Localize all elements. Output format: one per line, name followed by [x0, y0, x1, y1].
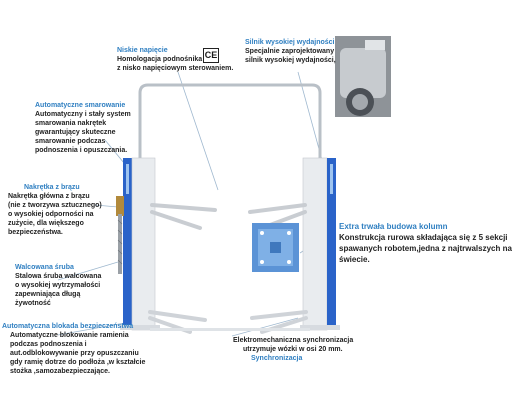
callout-line: (nie z tworzywa sztucznego) — [8, 202, 102, 209]
upper-arms — [150, 203, 307, 230]
callout-title: Synchronizacja — [251, 355, 303, 362]
callout-line: Nakrętka główna z brązu — [8, 193, 90, 200]
callout-title: Walcowana śruba — [15, 264, 74, 271]
callout-body: Stalowa śruba walcowana o wysokiej wytrz… — [15, 272, 101, 308]
callout-line: Homologacja podnośnika — [117, 56, 203, 63]
callout-brass-nut: Nakrętka z brązu Nakrętka główna z brązu… — [8, 183, 102, 237]
callout-motor: Silnik wysokiej wydajności Specjalnie za… — [245, 38, 336, 65]
callout-title: Niskie napięcie — [117, 47, 168, 54]
ce-mark-icon: CE — [203, 48, 219, 63]
callout-line: gdy ramię dotrze do podłoża ,w kształcie — [10, 359, 146, 366]
callout-line: podnoszenia i opuszczania. — [35, 147, 128, 154]
floor-plate — [150, 328, 310, 331]
callout-line: silnik wysokiej wydajności, — [245, 57, 336, 64]
callout-line: Stalowa śruba walcowana — [15, 273, 102, 280]
callout-line: Automatyczny i stały system — [35, 111, 131, 118]
callout-low-voltage: Niskie napięcie Homologacja podnośnika z… — [117, 46, 233, 73]
callout-line: bezpieczeństwa. — [8, 229, 63, 236]
callout-line: Elektromechaniczna synchronizacja — [233, 337, 354, 344]
callout-body: Nakrętka główna z brązu (nie z tworzywa … — [8, 192, 102, 237]
callout-line: zapewniająca długą — [15, 291, 81, 298]
callout-line: utrzymuje wózki w osi 20 mm. — [243, 346, 343, 353]
callout-line: świecie. — [339, 255, 370, 264]
overhead-bar — [138, 83, 322, 160]
callout-line: smarowanie podczas — [35, 138, 106, 145]
left-column — [120, 157, 160, 331]
callout-title: Extra trwała budowa kolumn — [339, 222, 448, 231]
callout-line: Konstrukcja rurowa składająca się z 5 se… — [339, 233, 508, 242]
callout-line: o wysokiej odporności na — [8, 211, 94, 218]
callout-sync: Elektromechaniczna synchronizacja utrzym… — [233, 336, 353, 363]
callout-line: smarowania nakrętek — [35, 120, 107, 127]
callout-title: Automatyczne smarowanie — [35, 102, 126, 109]
callout-line: gwarantujący skuteczne — [35, 129, 116, 136]
callout-column: Extra trwała budowa kolumn Konstrukcja r… — [339, 222, 512, 265]
motor-inset — [335, 36, 391, 117]
right-column — [300, 157, 340, 331]
callout-line: podczas podnoszenia i — [10, 341, 87, 348]
callout-line: aut.odblokowywanie przy opuszczaniu — [10, 350, 139, 357]
callout-screw: Walcowana śruba Stalowa śruba walcowana … — [15, 263, 101, 308]
callout-line: o wysokiej wytrzymałości — [15, 282, 101, 289]
callout-line: Automatyczne blokowanie ramienia — [10, 332, 129, 339]
callout-body: Automatyczne blokowanie ramienia podczas… — [2, 331, 145, 376]
callout-title: Automatyczna blokada bezpieczeństwa — [2, 323, 134, 330]
callout-line: z nisko napięciowym sterowaniem. — [117, 65, 234, 72]
callout-title: Nakrętka z brązu — [24, 184, 80, 191]
callout-line: żywotność — [15, 300, 51, 307]
callout-line: Specjalnie zaprojektowany — [245, 48, 335, 55]
callout-body: Elektromechaniczna synchronizacja utrzym… — [233, 336, 353, 354]
callout-line: stożka ,samozabezpieczające. — [10, 368, 110, 375]
callout-body: Specjalnie zaprojektowany silnik wysokie… — [245, 47, 336, 65]
callout-arm-lock: Automatyczna blokada bezpieczeństwa Auto… — [2, 322, 145, 376]
nut-screw-detail — [116, 196, 124, 274]
callout-title: Silnik wysokiej wydajności — [245, 39, 335, 46]
callout-lubrication: Automatyczne smarowanie Automatyczny i s… — [35, 101, 131, 155]
callout-body: Homologacja podnośnika z nisko napięciow… — [117, 55, 233, 73]
callout-line: zużycie, dla większego — [8, 220, 84, 227]
callout-line: spawanych robotem,jedna z najtrwalszych … — [339, 244, 512, 253]
base-plate-inset — [252, 223, 299, 272]
callout-body: Automatyczny i stały system smarowania n… — [35, 110, 131, 155]
